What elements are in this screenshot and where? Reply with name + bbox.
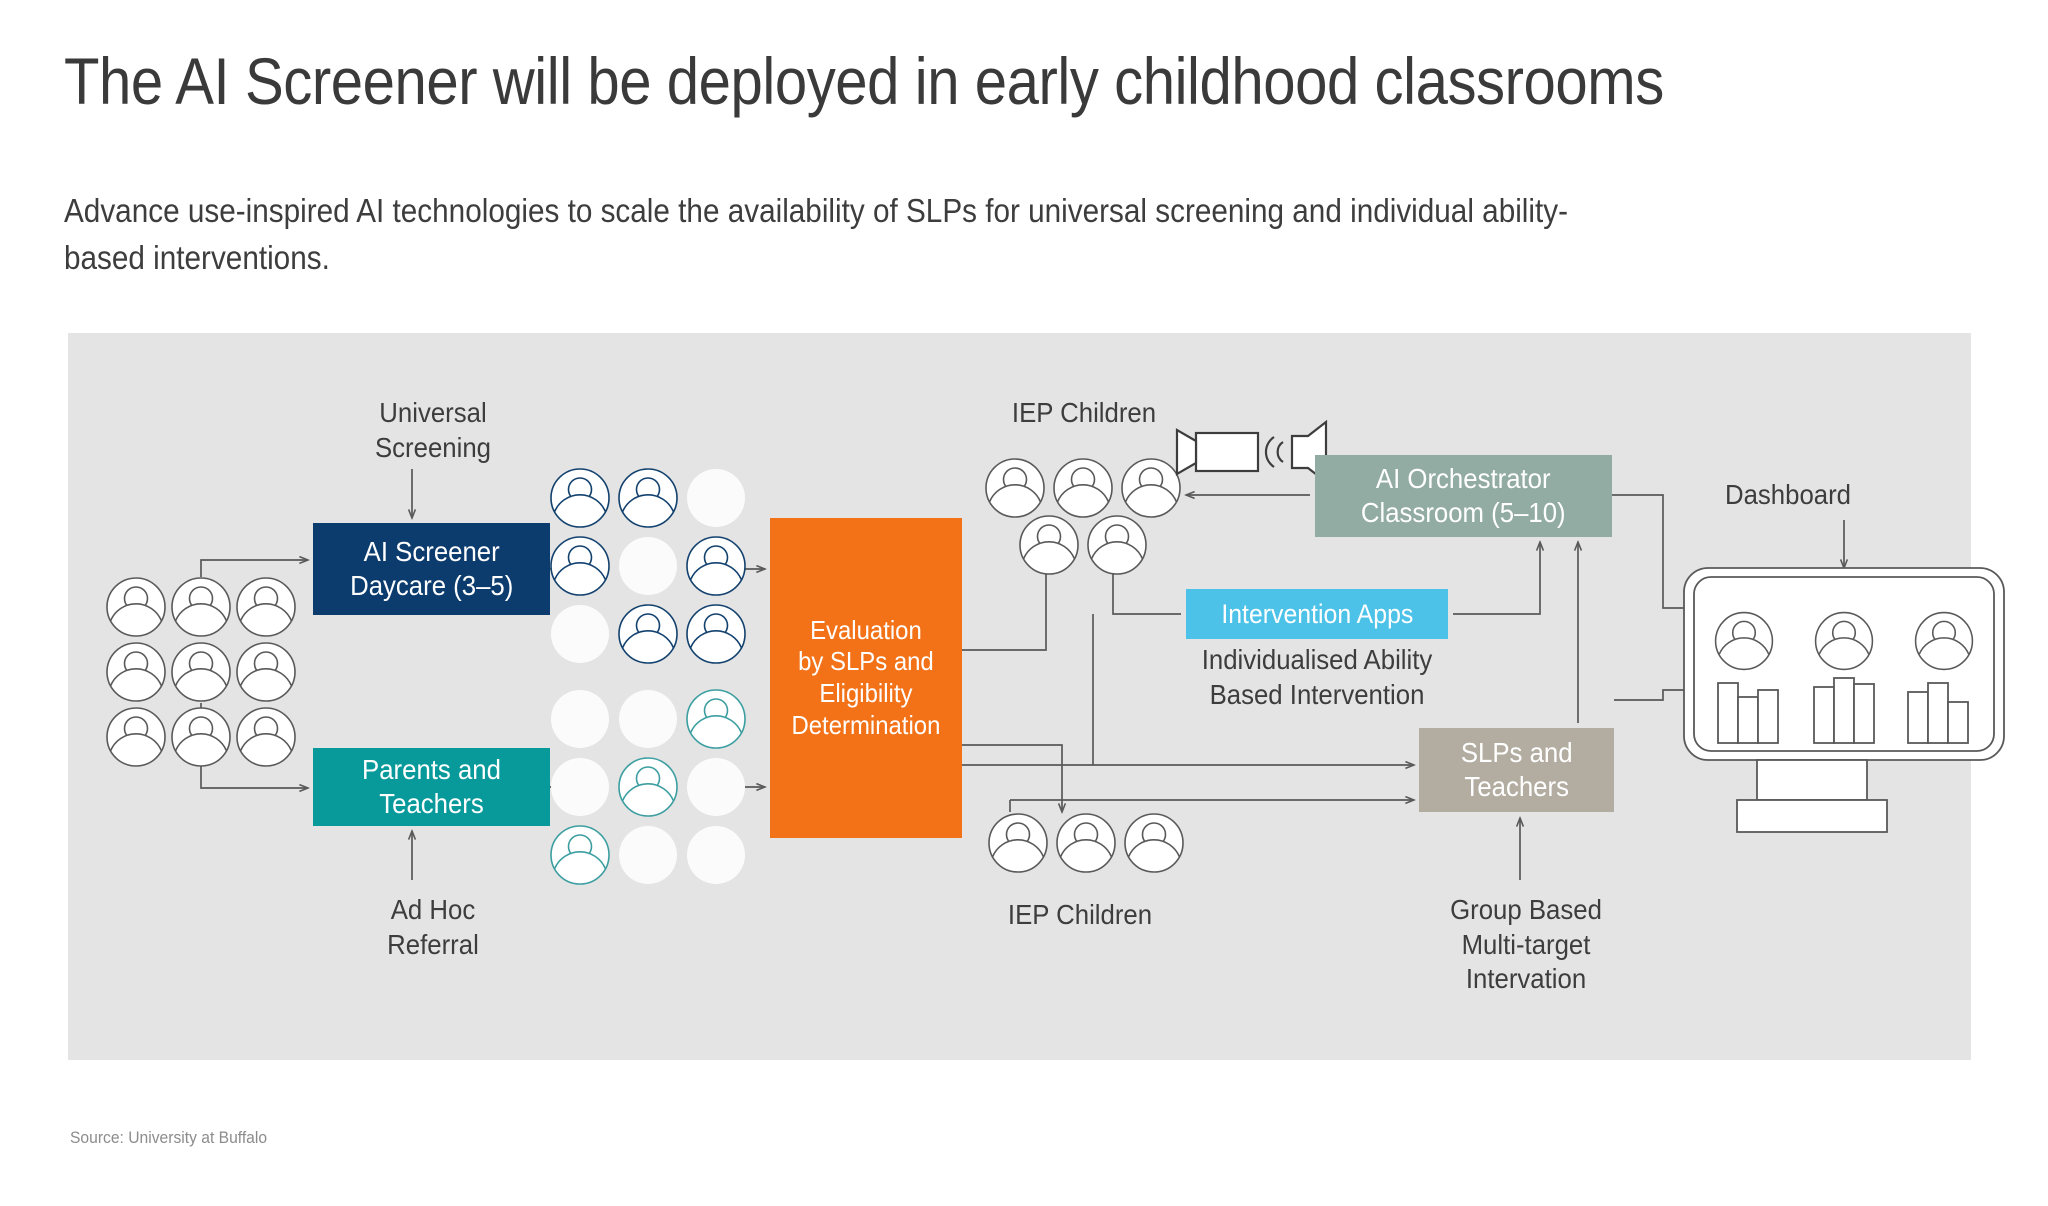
box-eval-line3: Eligibility xyxy=(819,678,913,708)
caption-group-based-intervention: Group Based Multi-target Intervation xyxy=(1425,893,1627,997)
caption-individualised-line2: Based Intervention xyxy=(1209,678,1425,710)
caption-iep-children-top: IEP Children xyxy=(1011,397,1157,428)
caption-group-line1: Group Based xyxy=(1450,894,1602,925)
caption-individualised-line1: Individualised Ability xyxy=(1201,644,1433,675)
box-ai-screener-line1: AI Screener xyxy=(363,535,500,567)
box-eval-line2: by SLPs and xyxy=(798,646,934,677)
box-evaluation-by-slps[interactable]: Evaluation by SLPs and Eligibility Deter… xyxy=(770,518,962,838)
caption-group-line2: Multi-target xyxy=(1461,928,1591,960)
caption-adhoc-line1: Ad Hoc xyxy=(390,894,476,925)
box-ai-orchestrator[interactable]: AI Orchestrator Classroom (5–10) xyxy=(1315,455,1612,537)
box-ai-screener-line2: Daycare (3–5) xyxy=(349,570,514,601)
box-ai-screener[interactable]: AI Screener Daycare (3–5) xyxy=(313,523,550,615)
box-parents-line1: Parents and xyxy=(362,753,501,785)
box-orchestrator-line2: Classroom (5–10) xyxy=(1361,497,1566,528)
source-note: Source: University at Buffalo xyxy=(70,1128,268,1147)
box-intervention-apps-label: Intervention Apps xyxy=(1221,598,1413,629)
caption-ad-hoc-referral: Ad Hoc Referral xyxy=(295,893,571,962)
caption-iep-children-bottom: IEP Children xyxy=(1007,899,1153,930)
box-eval-line4: Determination xyxy=(791,709,941,740)
box-orchestrator-line1: AI Orchestrator xyxy=(1376,462,1551,494)
box-parents-and-teachers[interactable]: Parents and Teachers xyxy=(313,748,550,826)
box-slps-line2: Teachers xyxy=(1464,771,1569,802)
box-eval-line1: Evaluation xyxy=(810,614,922,645)
box-slps-line1: SLPs and xyxy=(1460,736,1573,768)
box-slps-and-teachers[interactable]: SLPs and Teachers xyxy=(1419,728,1614,812)
caption-group-line3: Intervation xyxy=(1465,963,1587,995)
caption-universal-line1: Universal xyxy=(379,397,487,428)
caption-universal-screening: Universal Screening xyxy=(295,396,571,465)
caption-individualised-intervention: Individualised Ability Based Interventio… xyxy=(1161,643,1474,712)
box-intervention-apps[interactable]: Intervention Apps xyxy=(1186,589,1448,639)
page-title: The AI Screener will be deployed in earl… xyxy=(64,44,1664,118)
caption-adhoc-line2: Referral xyxy=(387,928,479,960)
caption-universal-line2: Screening xyxy=(374,431,492,463)
box-parents-line2: Teachers xyxy=(379,788,484,819)
page-subtitle: Advance use-inspired AI technologies to … xyxy=(64,192,1568,276)
caption-dashboard: Dashboard xyxy=(1724,479,1852,510)
